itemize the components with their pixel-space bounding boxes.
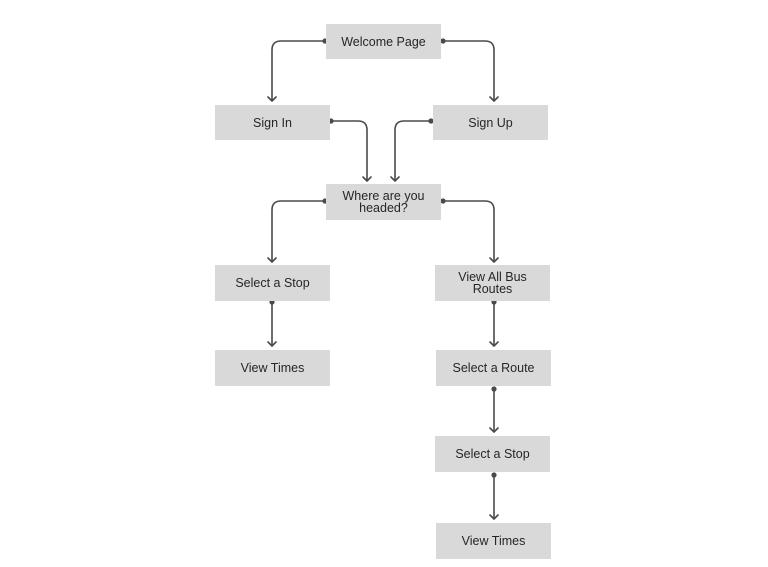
edge-sign-in-to-where xyxy=(331,120,372,182)
edge-welcome-to-sign-in xyxy=(267,40,325,102)
edge-sign-up-to-where xyxy=(390,120,431,182)
node-select-a-stop-right-label: Select a Stop xyxy=(455,447,530,461)
node-sign-up-label: Sign Up xyxy=(468,115,513,130)
node-select-a-stop-left: Select a Stop xyxy=(215,265,330,301)
node-welcome-page: Welcome Page xyxy=(326,24,441,59)
node-view-times-left-label: View Times xyxy=(240,361,305,375)
node-where-are-you-headed: Where are you headed? xyxy=(326,184,441,220)
node-select-a-route: Select a Route xyxy=(436,350,551,386)
node-view-all-bus-routes-label: View All Bus Routes xyxy=(458,270,527,296)
node-where-are-you-headed-label: Where are you headed? xyxy=(342,189,425,215)
node-view-times-right-label: View Times xyxy=(461,534,526,548)
node-sign-up: Sign Up xyxy=(433,105,548,140)
node-view-times-right: View Times xyxy=(436,523,551,559)
node-sign-in-label: Sign In xyxy=(253,115,292,130)
edge-where-to-view-routes xyxy=(443,200,499,263)
node-select-a-route-label: Select a Route xyxy=(452,361,535,375)
node-select-a-stop-left-label: Select a Stop xyxy=(235,276,310,290)
node-select-a-stop-right: Select a Stop xyxy=(435,436,550,472)
node-welcome-page-label: Welcome Page xyxy=(341,34,426,49)
node-sign-in: Sign In xyxy=(215,105,330,140)
node-view-all-bus-routes: View All Bus Routes xyxy=(435,265,550,301)
edge-where-to-select-stop xyxy=(267,200,325,263)
edge-welcome-to-sign-up xyxy=(443,40,499,102)
node-view-times-left: View Times xyxy=(215,350,330,386)
